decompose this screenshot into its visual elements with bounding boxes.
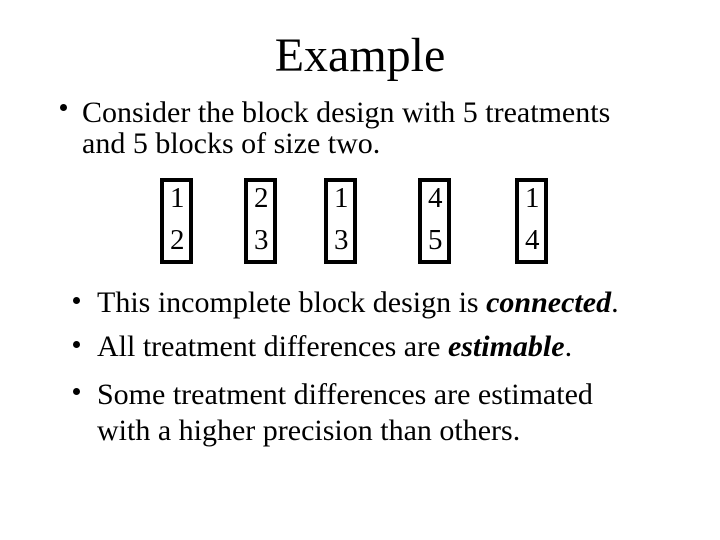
block-top-value: 1 [334,182,349,214]
conclusion-period: . [564,330,573,363]
block-bottom-value: 3 [254,224,269,256]
block-box: 1 2 [160,178,193,264]
intro-line: Consider the block design with 5 treatme… [82,96,611,129]
conclusion-text: This incomplete block design is [97,286,487,319]
bullet-icon [73,388,80,395]
conclusion-text: All treatment differences are [97,330,448,363]
bullet-icon [73,297,80,304]
conclusion-line: with a higher precision than others. [97,414,521,447]
block-box: 4 5 [418,178,451,264]
conclusion-bullet: Some treatment differences are estimated… [97,377,697,449]
intro-bullet: Consider the block design with 5 treatme… [82,97,702,159]
block-bottom-value: 5 [428,224,443,256]
slide-title: Example [274,29,446,82]
conclusion-bullet: This incomplete block design is connecte… [97,285,697,321]
conclusion-emphasis: estimable [447,330,565,363]
block-box: 2 3 [244,178,277,264]
block-bottom-value: 4 [525,224,540,256]
block-bottom-value: 3 [334,224,349,256]
conclusion-line: Some treatment differences are estimated [97,378,593,411]
block-box: 1 3 [324,178,357,264]
block-top-value: 2 [254,182,269,214]
conclusion-bullet: All treatment differences are estimable. [97,329,697,365]
conclusion-period: . [611,286,619,319]
block-top-value: 1 [170,182,185,214]
block-bottom-value: 2 [170,224,185,256]
block-top-value: 1 [525,182,540,214]
bullet-icon [60,104,67,111]
block-top-value: 4 [428,182,443,214]
block-box: 1 4 [515,178,548,264]
conclusion-emphasis: connected [486,286,612,319]
bullet-icon [73,341,80,348]
intro-line: and 5 blocks of size two. [82,127,381,160]
